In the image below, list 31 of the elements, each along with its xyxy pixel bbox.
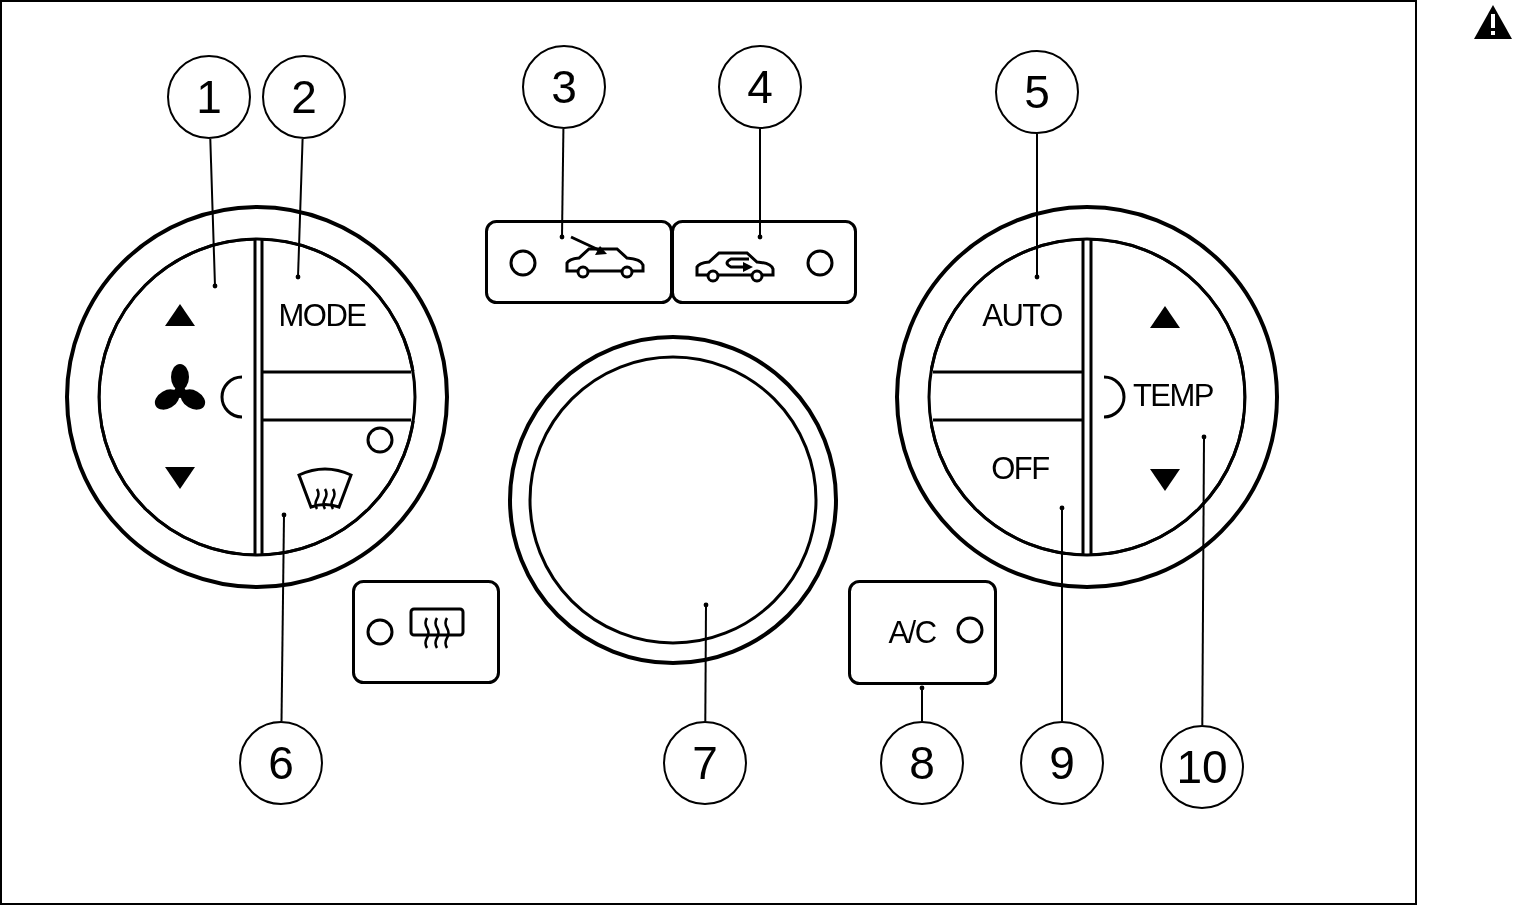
rear-defroster-button	[352, 580, 500, 684]
callout-number: 1	[167, 55, 251, 139]
leader-line	[757, 128, 763, 240]
outside-air-button	[485, 220, 673, 304]
mode-button: MODE	[263, 240, 415, 371]
leader-line	[1201, 434, 1207, 726]
callout-number: 3	[522, 45, 606, 129]
temperature-button: TEMP	[1091, 240, 1245, 555]
recirculation-button	[671, 220, 857, 304]
callout-number: 8	[880, 721, 964, 805]
leader-line	[209, 138, 218, 289]
leader-line	[280, 512, 287, 722]
callout-number: 6	[239, 721, 323, 805]
leader-line	[919, 685, 925, 722]
callout-number: 10	[1160, 725, 1244, 809]
callout-number: 2	[262, 55, 346, 139]
leader-line	[295, 138, 304, 280]
leader-line	[703, 602, 709, 722]
leader-line	[1034, 133, 1040, 280]
leader-line	[1059, 505, 1065, 722]
control-dial	[508, 335, 838, 665]
defroster-button	[263, 421, 415, 555]
callout-number: 9	[1020, 721, 1104, 805]
off-button: OFF	[930, 421, 1082, 555]
fan-speed-button	[100, 240, 254, 555]
callout-number: 7	[663, 721, 747, 805]
callout-number: 5	[995, 50, 1079, 134]
leader-line	[559, 128, 565, 240]
callout-number: 4	[718, 45, 802, 129]
auto-button: AUTO	[930, 240, 1082, 371]
ac-button: A/C	[848, 580, 997, 685]
